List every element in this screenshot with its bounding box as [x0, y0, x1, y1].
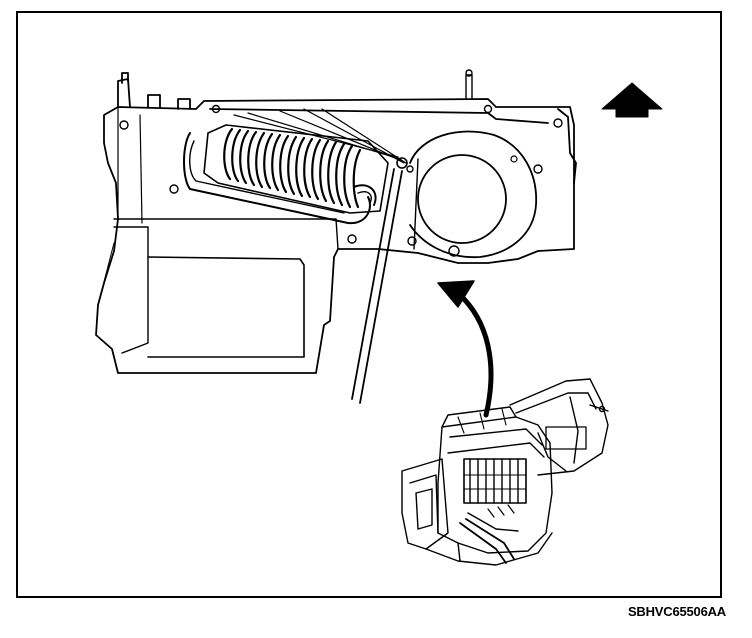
- heater-unit-illustration: [95, 69, 663, 566]
- up-arrow-icon: [601, 82, 663, 118]
- heater-housing: [95, 69, 577, 374]
- control-cable-linkage: [233, 108, 414, 404]
- heater-core-fins: [223, 127, 362, 209]
- curved-arrow-icon: [437, 280, 494, 418]
- blower-fan-housing: [409, 130, 537, 258]
- heater-core: [183, 124, 389, 225]
- diagram-frame: [16, 11, 722, 598]
- figure-code-label: SBHVC65506AA: [627, 604, 726, 619]
- heater-assembly-perspective: [401, 378, 609, 566]
